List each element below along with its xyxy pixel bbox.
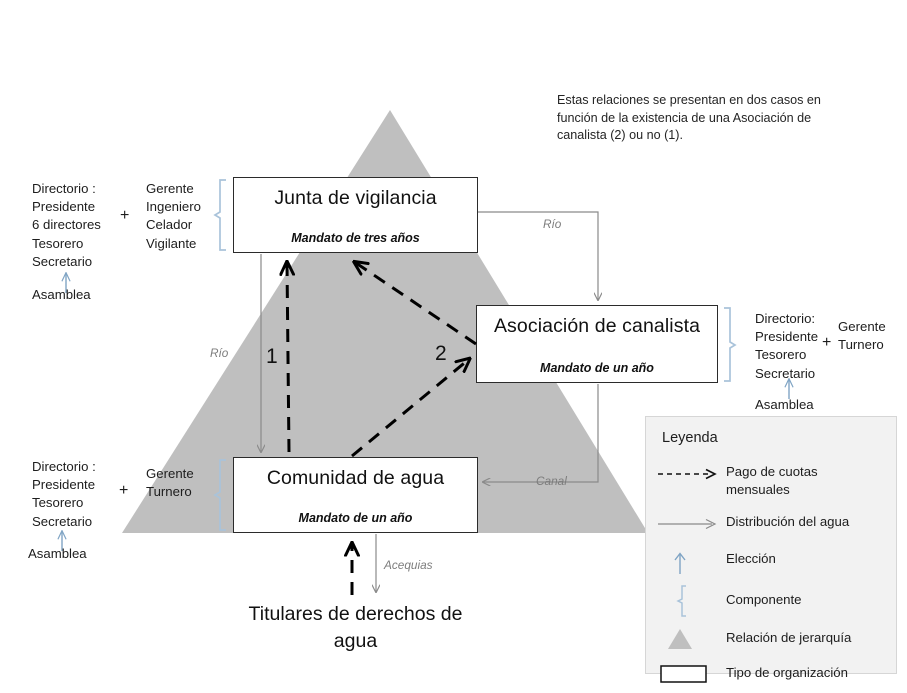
node-junta-title: Junta de vigilancia bbox=[274, 187, 437, 209]
explanatory-note: Estas relaciones se presentan en dos cas… bbox=[557, 92, 853, 145]
node-asociacion-de-canalista[interactable]: Asociación de canalista Mandato de un añ… bbox=[476, 305, 718, 383]
node-asociacion-subtitle: Mandato de un año bbox=[540, 361, 654, 375]
annotation-asociacion-plus: + bbox=[822, 334, 832, 351]
annotation-junta-asamblea: Asamblea bbox=[32, 287, 91, 302]
connector-comunidad-to-junta-cuotas bbox=[287, 264, 289, 453]
edge-label-canal: Canal bbox=[536, 474, 567, 488]
node-asociacion-title: Asociación de canalista bbox=[493, 315, 701, 337]
annotation-junta-plus: + bbox=[120, 207, 130, 224]
dashed-arrow-icon bbox=[656, 463, 728, 489]
connector-junta-to-asociacion-rio bbox=[478, 211, 598, 300]
connector-comunidad-to-asociacion-cuotas bbox=[351, 360, 468, 458]
node-junta-de-vigilancia[interactable]: Junta de vigilancia Mandato de tres años bbox=[233, 177, 478, 253]
case-number-two: 2 bbox=[435, 342, 447, 365]
note-line-1: Estas relaciones se presentan en dos cas… bbox=[557, 93, 821, 107]
brace-icon bbox=[656, 584, 728, 617]
node-titulares-line1: Titulares de derechos de bbox=[248, 603, 463, 625]
triangle-icon bbox=[656, 626, 728, 652]
solid-arrow-icon bbox=[656, 513, 728, 539]
legend-label-relacion-de-jerarquia: Relación de jerarquía bbox=[726, 630, 852, 645]
annotation-asociacion-staff: Gerente Turnero bbox=[838, 319, 886, 353]
brace-comunidad-component bbox=[213, 459, 226, 531]
annotation-comunidad-asamblea: Asamblea bbox=[28, 546, 87, 561]
node-titulares-de-derechos: Titulares de derechos de agua bbox=[228, 601, 483, 655]
legend-label-eleccion: Elección bbox=[726, 551, 776, 566]
edge-label-rio-right: Río bbox=[543, 217, 562, 231]
node-comunidad-title: Comunidad de agua bbox=[266, 467, 445, 489]
legend-label-componente: Componente bbox=[726, 592, 802, 607]
edge-label-acequias: Acequias bbox=[384, 558, 433, 572]
up-arrow-icon bbox=[656, 550, 728, 576]
note-line-3: canalista (2) ou no (1). bbox=[557, 128, 683, 142]
legend-label-distribucion-del-agua: Distribución del agua bbox=[726, 514, 850, 529]
hierarchy-triangle-shape bbox=[122, 110, 648, 533]
annotation-asociacion-asamblea: Asamblea bbox=[755, 397, 814, 412]
brace-junta-component bbox=[213, 179, 226, 251]
legend-label-tipo-de-organizacion: Tipo de organización bbox=[726, 665, 848, 680]
node-titulares-line2: agua bbox=[333, 630, 378, 652]
annotation-comunidad-staff: Gerente Turnero bbox=[146, 466, 194, 500]
rectangle-icon bbox=[656, 662, 728, 688]
case-number-one: 1 bbox=[266, 345, 278, 368]
annotation-junta-directorio: Directorio : Presidente 6 directores Tes… bbox=[32, 181, 101, 269]
node-junta-subtitle: Mandato de tres años bbox=[291, 231, 420, 245]
brace-asociacion-component bbox=[724, 307, 737, 382]
connector-asociacion-to-junta-cuotas bbox=[356, 263, 477, 346]
annotation-comunidad-plus: + bbox=[119, 482, 129, 499]
legend-panel: Leyenda Pago de cuotas mensuales Distrib… bbox=[645, 416, 897, 683]
legend-title: Leyenda bbox=[662, 430, 718, 446]
annotation-asociacion-directorio: Directorio: Presidente Tesorero Secretar… bbox=[755, 311, 819, 381]
node-comunidad-de-agua[interactable]: Comunidad de agua Mandato de un año bbox=[233, 457, 478, 533]
annotation-junta-staff: Gerente Ingeniero Celador Vigilante bbox=[146, 181, 201, 251]
edge-label-rio-left: Río bbox=[210, 346, 229, 360]
note-line-2: función de la existencia de una Asociaci… bbox=[557, 110, 812, 125]
legend-label-pago-de-cuotas: Pago de cuotas mensuales bbox=[726, 464, 818, 497]
node-comunidad-subtitle: Mandato de un año bbox=[298, 511, 413, 525]
annotation-comunidad-directorio: Directorio : Presidente Tesorero Secreta… bbox=[32, 459, 96, 529]
connector-asociacion-to-comunidad-canal bbox=[483, 384, 599, 482]
